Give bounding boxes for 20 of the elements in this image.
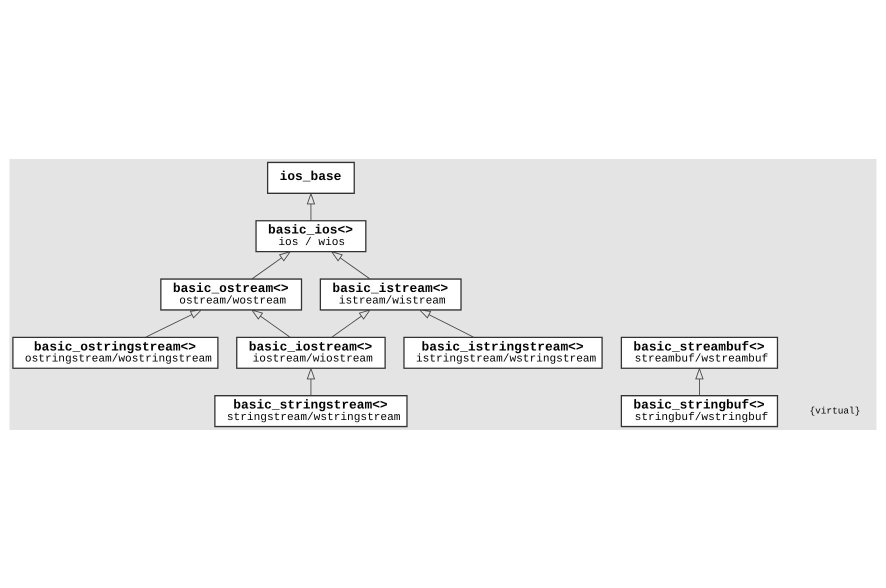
- arrow: [330, 250, 370, 279]
- arrow: [418, 308, 474, 338]
- node-box: basic_istream<> istream/wistream: [320, 278, 462, 310]
- node-box: basic_stringstream<> stringstream/wstringstream: [214, 394, 408, 427]
- arrow: [306, 366, 316, 396]
- arrow: [306, 192, 316, 220]
- label: {virtual}: [809, 405, 860, 416]
- node-box: basic_ios<> ios / wios: [255, 220, 366, 252]
- node-box: basic_iostream<> iostream/wiostream: [236, 336, 386, 368]
- node-box: basic_stringbuf<> stringbuf/wstringbuf: [620, 394, 778, 427]
- arrow: [145, 308, 202, 338]
- arrow: [331, 308, 371, 338]
- node-box: basic_ostringstream<> ostringstream/wostringstream: [12, 336, 219, 368]
- node-box: basic_istringstream<> istringstream/wstringstream: [403, 336, 603, 368]
- arrow: [250, 308, 290, 338]
- node-box: basic_streambuf<> streambuf/wstreambuf: [620, 336, 778, 368]
- arrow: [695, 366, 704, 396]
- node-box: ios_base: [266, 161, 355, 194]
- node-box: basic_ostream<> ostream/wostream: [160, 278, 302, 310]
- arrow: [252, 250, 292, 279]
